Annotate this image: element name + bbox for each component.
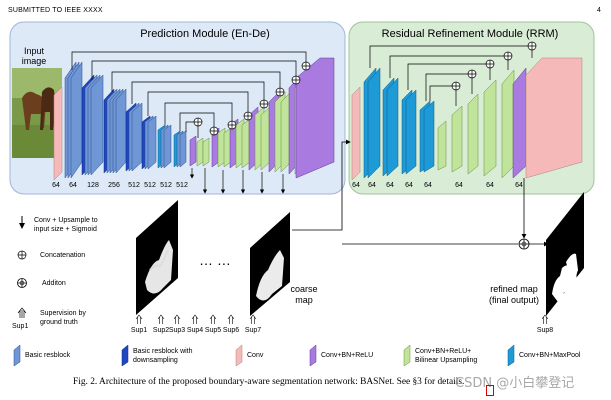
legend-swatch-resblock-down bbox=[121, 344, 129, 367]
supervision-arrow-icon bbox=[17, 307, 27, 318]
coarse-label-2: map bbox=[295, 295, 313, 305]
sup-arrow-icons bbox=[135, 314, 549, 324]
legend-sup1: Sup1 bbox=[12, 323, 28, 330]
refined-label-1: refined map bbox=[490, 284, 538, 294]
sup-label-5: Sup5 bbox=[205, 327, 221, 334]
legend-bilinear-1: Conv+BN+ReLU+ bbox=[415, 348, 471, 355]
ch-left-7: 512 bbox=[176, 182, 188, 189]
legend-maxpool: Conv+BN+MaxPool bbox=[519, 352, 581, 359]
ch-left-5: 512 bbox=[144, 182, 156, 189]
ch-left-4: 512 bbox=[128, 182, 140, 189]
coarse-label-1: coarse bbox=[290, 284, 317, 294]
running-header: SUBMITTED TO IEEE XXXX bbox=[8, 7, 103, 14]
figure-caption: Fig. 2. Architecture of the proposed bou… bbox=[73, 377, 465, 387]
legend-concat: Concatenation bbox=[40, 252, 85, 259]
legend-addition: Additon bbox=[42, 280, 66, 287]
sup-label-6: Sup6 bbox=[223, 327, 239, 334]
ch-left-2: 128 bbox=[87, 182, 99, 189]
legend-conv-up-2: input size + Sigmoid bbox=[34, 226, 97, 233]
legend-swatch-maxpool bbox=[507, 344, 515, 367]
addition-symbol bbox=[518, 238, 530, 250]
concat-icon bbox=[17, 250, 27, 260]
refinement-blocks bbox=[351, 57, 583, 181]
dots: … … bbox=[199, 252, 231, 268]
sup-label-1: Sup1 bbox=[131, 327, 147, 334]
side-legend: Conv + Upsample to input size + Sigmoid … bbox=[12, 216, 98, 330]
rrm-concat-symbols bbox=[451, 41, 537, 91]
legend-basic-resblock: Basic resblock bbox=[25, 352, 71, 359]
channel-labels-left: 64 64 128 256 512 512 512 512 bbox=[52, 182, 188, 189]
bottom-legend: Basic resblock Basic resblock with downs… bbox=[13, 344, 581, 367]
refinement-module-title: Residual Refinement Module (RRM) bbox=[382, 28, 559, 40]
concat-symbols bbox=[193, 61, 311, 136]
watermark-box bbox=[486, 385, 494, 396]
watermark: CSDN @小白攀登记 bbox=[455, 376, 575, 391]
ch-right-1: 64 bbox=[368, 182, 376, 189]
legend-swatch-basic-resblock bbox=[13, 344, 21, 367]
legend-resblock-down-2: downsampling bbox=[133, 357, 178, 364]
sup-label-8: Sup8 bbox=[537, 327, 553, 334]
legend-swatch-bilinear bbox=[403, 344, 411, 367]
legend-resblock-down-1: Basic resblock with bbox=[133, 348, 193, 355]
ch-left-0: 64 bbox=[52, 182, 60, 189]
refined-label-2: (final output) bbox=[489, 295, 539, 305]
ch-right-5: 64 bbox=[455, 182, 463, 189]
ch-right-4: 64 bbox=[424, 182, 432, 189]
page-number: 4 bbox=[597, 7, 602, 14]
legend-conv-bn-relu: Conv+BN+ReLU bbox=[321, 352, 373, 359]
ch-left-1: 64 bbox=[69, 182, 77, 189]
skip-connections bbox=[71, 51, 309, 138]
ch-right-2: 64 bbox=[386, 182, 394, 189]
addition-icon bbox=[17, 278, 27, 288]
channel-labels-right: 64 64 64 64 64 64 64 64 bbox=[352, 182, 523, 189]
side-output-arrows bbox=[189, 168, 286, 194]
rrm-skip-connections bbox=[369, 45, 533, 106]
ch-right-0: 64 bbox=[352, 182, 360, 189]
legend-swatch-conv-bn-relu bbox=[309, 344, 317, 367]
ch-left-3: 256 bbox=[108, 182, 120, 189]
flow-lines bbox=[292, 139, 549, 247]
coarse-map bbox=[250, 212, 290, 316]
legend-supervision-1: Supervision by bbox=[40, 310, 86, 317]
sup-label-7: Sup7 bbox=[245, 327, 261, 334]
input-label-2: image bbox=[22, 56, 47, 66]
legend-conv-up-1: Conv + Upsample to bbox=[34, 217, 98, 224]
refined-map bbox=[546, 192, 584, 316]
sup-row: Sup1 Sup2 Sup3 Sup4 Sup5 Sup6 Sup7 Sup8 bbox=[131, 314, 553, 334]
legend-conv: Conv bbox=[247, 352, 264, 359]
input-image bbox=[12, 68, 62, 158]
input-label-1: Input bbox=[24, 46, 45, 56]
prediction-module-title: Prediction Module (En-De) bbox=[140, 28, 270, 40]
decoder-blocks bbox=[189, 57, 335, 179]
sup-label-3: Sup3 bbox=[169, 327, 185, 334]
ch-left-6: 512 bbox=[160, 182, 172, 189]
ch-right-3: 64 bbox=[405, 182, 413, 189]
ch-right-6: 64 bbox=[486, 182, 494, 189]
legend-supervision-2: ground truth bbox=[40, 319, 78, 326]
ch-right-7: 64 bbox=[515, 182, 523, 189]
sup-label-4: Sup4 bbox=[187, 327, 203, 334]
sup-label-2: Sup2 bbox=[153, 327, 169, 334]
legend-bilinear-2: Bilinear Upsampling bbox=[415, 357, 477, 364]
side-output-maps bbox=[136, 200, 178, 315]
legend-swatch-conv bbox=[235, 344, 243, 367]
